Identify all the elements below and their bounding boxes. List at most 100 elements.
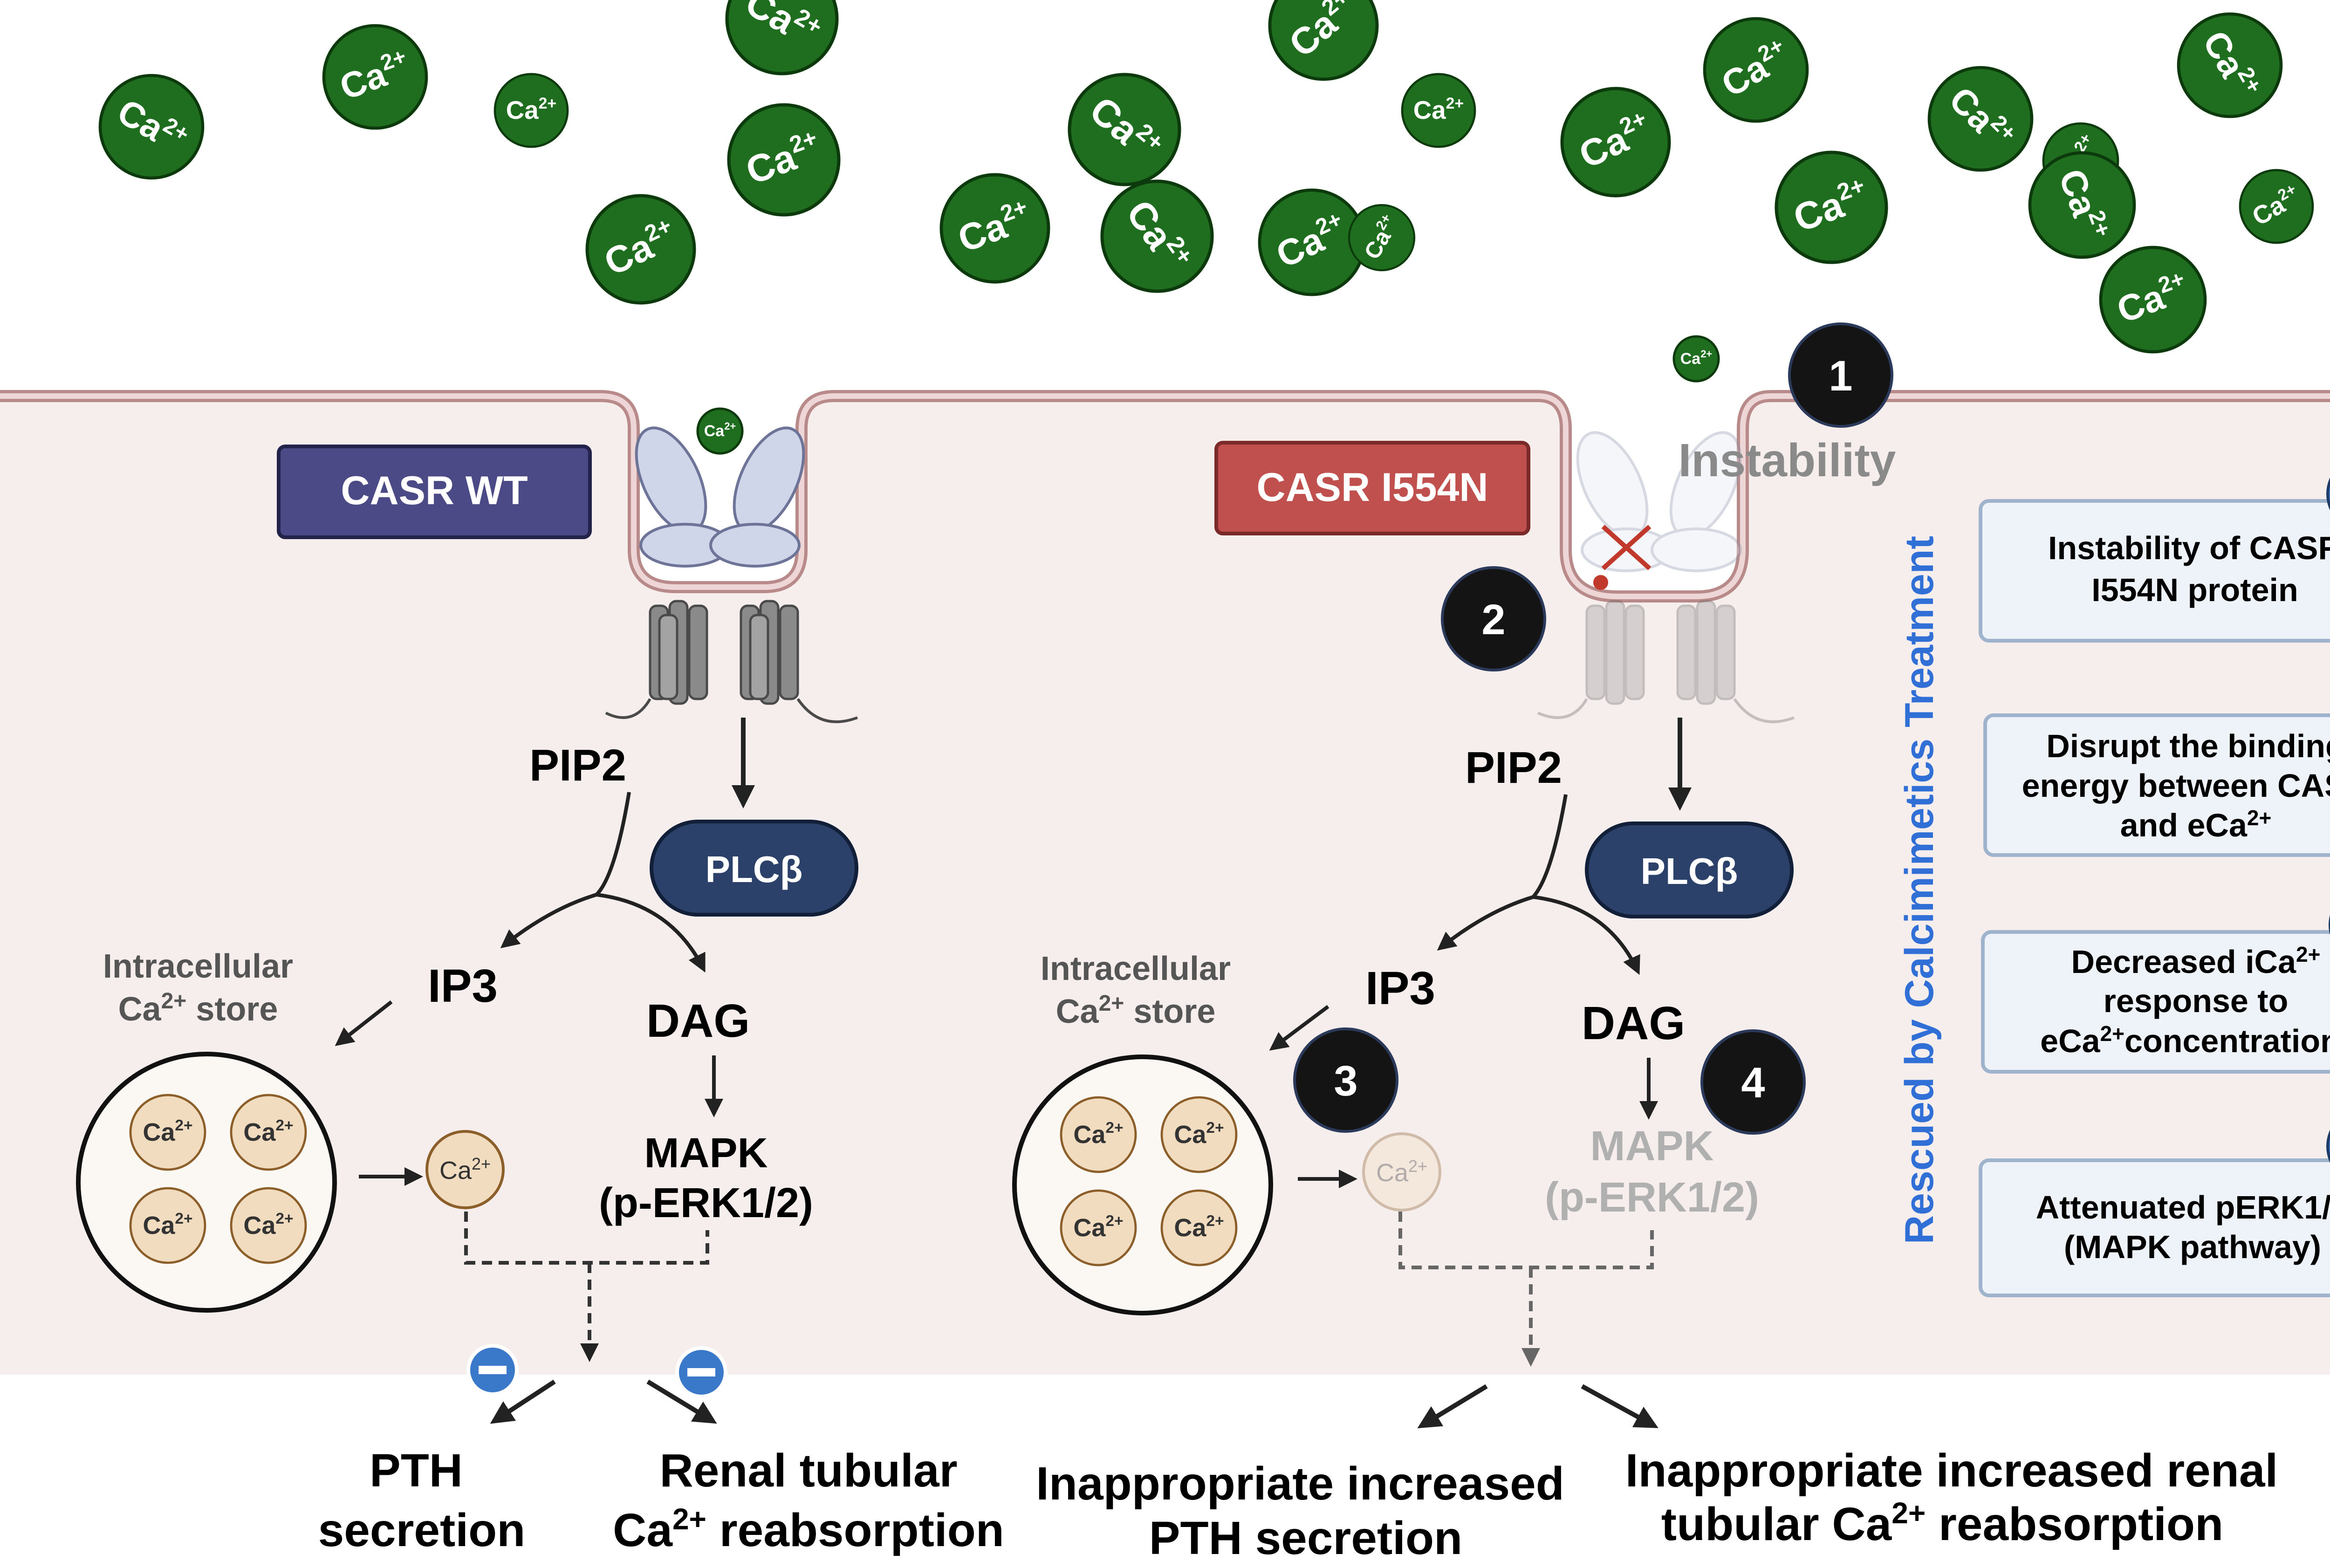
svg-text:Ca2+: Ca2+ xyxy=(243,1117,293,1146)
svg-text:Ca2+ reabsorption: Ca2+ reabsorption xyxy=(613,1502,1004,1556)
calcium-ion: Ca2+ xyxy=(939,173,1050,284)
calcium-ion: Ca2+ xyxy=(1068,73,1181,186)
wt-receptor xyxy=(605,426,858,723)
svg-text:Instability of CASR: Instability of CASR xyxy=(2048,530,2330,566)
wt-outcome-renal: Renal tubular Ca2+ reabsorption xyxy=(613,1445,1004,1556)
wt-bound-calcium-ion: Ca2+ xyxy=(696,407,744,455)
rescue-item-2: Disrupt the binding energy between CASR … xyxy=(1983,713,2330,857)
store-calcium-vesicle: Ca2+ xyxy=(1160,1189,1238,1267)
calcium-ion: Ca2+ xyxy=(1100,179,1214,293)
rescue-item-3: Decreased iCa2+ response to eCa2+concent… xyxy=(1981,914,2330,1074)
wt-pip2: PIP2 xyxy=(529,740,626,790)
wt-ip3: IP3 xyxy=(428,960,498,1012)
svg-text:MAPK: MAPK xyxy=(644,1130,768,1177)
calcium-ion: Ca2+ xyxy=(1775,151,1888,264)
svg-text:2: 2 xyxy=(1481,596,1505,644)
store-calcium-vesicle: Ca2+ xyxy=(129,1094,206,1171)
mutant-marker-1: 1 xyxy=(1788,322,1893,428)
mutant-mapk: MAPK (p-ERK1/2) xyxy=(1545,1123,1759,1221)
svg-text:Ca2+: Ca2+ xyxy=(1174,1119,1224,1149)
calcium-ion: Ca2+ xyxy=(2239,169,2314,244)
calcium-ion: Ca2+ xyxy=(725,0,839,75)
svg-text:energy between CASR: energy between CASR xyxy=(2022,767,2330,804)
calcium-ion: Ca2+ xyxy=(727,103,841,217)
svg-text:I554N protein: I554N protein xyxy=(2091,572,2298,608)
mutant-receptor xyxy=(1537,431,1795,723)
calcium-ion: Ca2+ xyxy=(1703,17,1809,123)
svg-text:Ca2+: Ca2+ xyxy=(1073,1119,1123,1149)
svg-text:secretion: secretion xyxy=(318,1504,526,1556)
calcium-ion: Ca2+ xyxy=(322,24,428,130)
mutant-receptor-label: CASR I554N xyxy=(1214,441,1530,535)
calcium-ion: Ca2+ xyxy=(585,194,696,305)
svg-text:CASR WT: CASR WT xyxy=(341,468,528,513)
wt-outcome-pth: PTH secretion xyxy=(318,1445,526,1556)
svg-text:Ca2+ store: Ca2+ store xyxy=(118,989,278,1028)
mutant-store-label: Intracellular Ca2+ store xyxy=(1041,950,1231,1030)
mutation-cross-icon xyxy=(1593,525,1652,590)
mutant-marker-4: 4 xyxy=(1700,1029,1806,1135)
svg-text:Ca2+ store: Ca2+ store xyxy=(1056,991,1216,1030)
mutant-marker-3: 3 xyxy=(1293,1027,1398,1133)
calcium-ion: Ca2+ xyxy=(1927,66,2034,172)
calcium-ion: Ca2+ xyxy=(2028,151,2136,259)
mutant-store-vesicles: Ca2+ Ca2+ Ca2+ Ca2+ xyxy=(1060,1096,1238,1267)
svg-text:(p-ERK1/2): (p-ERK1/2) xyxy=(1545,1174,1759,1221)
store-calcium-vesicle: Ca2+ xyxy=(1060,1096,1137,1173)
calcium-ion: Ca2+ xyxy=(98,74,205,180)
mutant-outcome-renal: Inappropriate increased renal tubular Ca… xyxy=(1625,1445,2278,1550)
store-calcium-vesicle: Ca2+ xyxy=(1160,1096,1238,1173)
calcium-ion: Ca2+ xyxy=(2099,246,2207,354)
wt-mapk: MAPK (p-ERK1/2) xyxy=(599,1130,813,1226)
svg-text:and eCa2+: and eCa2+ xyxy=(2120,806,2272,843)
svg-text:Ca2+: Ca2+ xyxy=(439,1154,491,1185)
svg-text:1: 1 xyxy=(1829,352,1852,400)
mutant-pip2: PIP2 xyxy=(1465,743,1562,793)
calcium-ion: Ca2+ xyxy=(1401,73,1476,148)
svg-text:Attenuated pERK1/2: Attenuated pERK1/2 xyxy=(2036,1189,2330,1226)
svg-text:Ca2+: Ca2+ xyxy=(704,420,736,440)
wt-intracellular-store xyxy=(76,1052,337,1313)
mutant-nearby-calcium-ion: Ca2+ xyxy=(1672,335,1720,383)
svg-text:Ca2+: Ca2+ xyxy=(506,95,556,124)
mutant-ip3: IP3 xyxy=(1365,962,1435,1014)
svg-text:Decreased iCa2+: Decreased iCa2+ xyxy=(2071,942,2321,980)
svg-text:Renal tubular: Renal tubular xyxy=(660,1445,958,1497)
svg-text:4: 4 xyxy=(1741,1059,1765,1107)
wt-inhibit-badge-renal xyxy=(675,1346,727,1398)
svg-text:MAPK: MAPK xyxy=(1590,1123,1714,1170)
svg-text:Inappropriate increased renal: Inappropriate increased renal xyxy=(1625,1445,2278,1497)
svg-text:Ca2+: Ca2+ xyxy=(1413,95,1464,124)
svg-text:PLCβ: PLCβ xyxy=(1641,850,1738,892)
wt-receptor-label: CASR WT xyxy=(277,445,592,539)
svg-text:Ca2+: Ca2+ xyxy=(1174,1212,1224,1242)
rescue-item-4: Attenuated pERK1/2 (MAPK pathway) 4 xyxy=(1979,1130,2330,1297)
svg-text:Intracellular: Intracellular xyxy=(1041,950,1231,987)
mutant-dag: DAG xyxy=(1582,997,1685,1049)
calcium-ion: Ca2+ xyxy=(1268,0,1379,81)
mutant-plc-beta: PLCβ xyxy=(1585,822,1794,918)
svg-text:Inappropriate increased: Inappropriate increased xyxy=(1036,1458,1564,1510)
svg-text:Ca2+: Ca2+ xyxy=(143,1210,192,1239)
svg-text:tubular Ca2+ reabsorption: tubular Ca2+ reabsorption xyxy=(1661,1496,2223,1550)
calcium-ion: Ca2+ xyxy=(493,73,569,148)
svg-text:Ca2+: Ca2+ xyxy=(1073,1212,1123,1242)
svg-text:3: 3 xyxy=(1334,1057,1357,1105)
instability-label: Instability xyxy=(1679,434,1896,486)
svg-text:response to: response to xyxy=(2104,983,2289,1019)
store-calcium-vesicle: Ca2+ xyxy=(129,1187,206,1264)
svg-text:Disrupt the binding: Disrupt the binding xyxy=(2046,728,2330,764)
wt-dag: DAG xyxy=(646,995,750,1047)
mutant-outcome-pth: Inappropriate increased PTH secretion xyxy=(1036,1458,1564,1564)
wt-store-label: Intracellular Ca2+ store xyxy=(103,948,293,1028)
svg-text:Intracellular: Intracellular xyxy=(103,948,293,985)
mutant-intracellular-store xyxy=(1012,1054,1273,1315)
svg-text:eCa2+concentration: eCa2+concentration xyxy=(2040,1021,2330,1059)
store-calcium-vesicle: Ca2+ xyxy=(1060,1189,1137,1267)
svg-text:Ca2+: Ca2+ xyxy=(1680,348,1713,368)
calcium-ion: Ca2+ xyxy=(1348,204,1416,272)
calcium-ion: Ca2+ xyxy=(1560,87,1671,198)
wt-released-calcium: Ca2+ xyxy=(425,1130,505,1209)
